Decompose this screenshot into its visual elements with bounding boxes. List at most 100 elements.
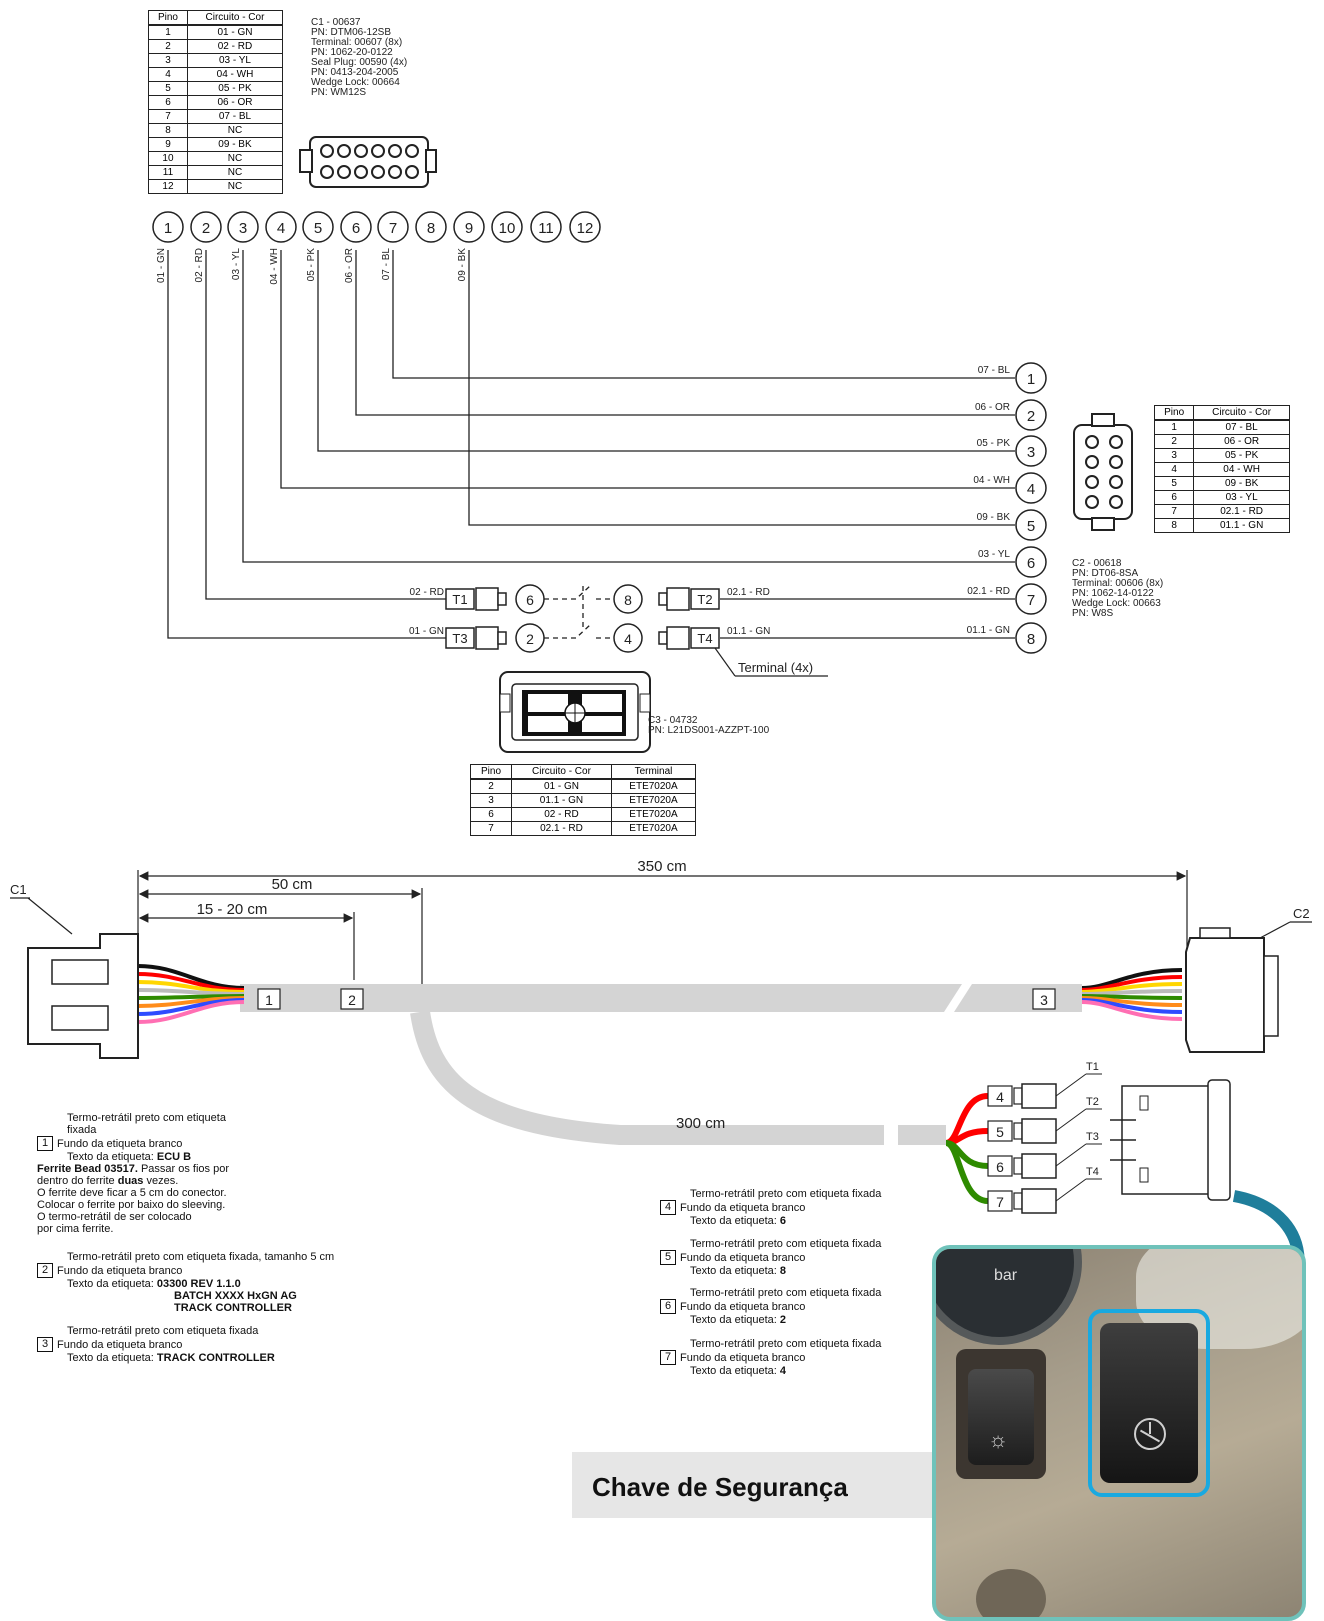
c1-pin-circle: [453, 211, 485, 243]
spec-line: PN: DTM06-12SB: [311, 27, 392, 38]
note-3-line: Fundo da etiqueta branco: [57, 1338, 183, 1351]
note-3-value: TRACK CONTROLLER: [156, 1352, 275, 1364]
spec-line: Wedge Lock: 00663: [1072, 598, 1161, 609]
wire-path: [392, 250, 1015, 379]
table-cell: 01.1 - GN: [510, 793, 612, 808]
table-cell: 7: [470, 821, 512, 836]
c2-callout: C2: [1293, 906, 1310, 921]
note-line: Texto da etiqueta:: [690, 1265, 777, 1277]
branch-tag: T4: [1086, 1166, 1099, 1178]
note-1-value: ECU B: [156, 1151, 192, 1163]
terminal-tip: [658, 592, 668, 606]
c2-pin-circle: [1015, 472, 1047, 504]
wire-path: [468, 250, 1015, 526]
table-cell: 02.1 - RD: [510, 821, 612, 836]
note-1-line: Fundo da etiqueta branco: [57, 1137, 183, 1150]
dim-350-label: 350 cm: [637, 858, 686, 875]
c2-pin-circle: [1015, 362, 1047, 394]
c2-cavity: [1085, 475, 1099, 489]
table-cell: 4: [148, 67, 188, 82]
branch-sleeve: [410, 1010, 884, 1145]
table-cell: 07 - BL: [1193, 419, 1290, 435]
c1-cavity: [320, 144, 334, 158]
c3-pin-circle: [613, 584, 643, 614]
caption-box: Chave de Segurança: [572, 1452, 932, 1518]
wire-path: [317, 250, 1015, 452]
c1-cavity: [354, 165, 368, 179]
note-1-line: Termo-retrátil preto com etiqueta: [67, 1112, 226, 1124]
note-2-line: Fundo da etiqueta branco: [57, 1264, 183, 1277]
terminal-tip: [497, 592, 507, 606]
c1-cavity: [405, 165, 419, 179]
table-cell: NC: [186, 179, 284, 194]
note-value: 4: [779, 1365, 787, 1377]
leader-line: [1055, 1178, 1087, 1202]
switch-contact: [544, 624, 591, 639]
note-line: Termo-retrátil preto com etiqueta fixada: [690, 1238, 882, 1250]
note-box: 6: [660, 1299, 676, 1314]
c2-wire-label: 03 - YL: [978, 549, 1010, 560]
c2-pin-number: 7: [1027, 592, 1035, 609]
note-1-line: O ferrite deve ficar a 5 cm do conector.: [37, 1187, 227, 1199]
table-cell: 6: [470, 807, 512, 822]
c1-cavity: [388, 144, 402, 158]
wire-label: 02 - RD: [410, 587, 444, 598]
terminal-neck: [1013, 1157, 1023, 1175]
wire-strand: [1081, 994, 1183, 1000]
switch-rocker: [1207, 1079, 1231, 1201]
table-cell: NC: [186, 165, 284, 180]
wire-strand: [137, 996, 245, 1008]
c1-pin-number: 8: [427, 220, 435, 237]
leader-line: [1055, 1108, 1087, 1132]
spec-line: C2 - 00618: [1072, 558, 1122, 569]
table-cell: 5: [148, 81, 188, 96]
wire-strand: [137, 964, 245, 990]
note-2-value: BATCH XXXX HxGN AG: [174, 1290, 297, 1302]
spec-line: PN: WM12S: [311, 87, 367, 98]
branch-label-number: 5: [996, 1124, 1004, 1140]
note-line: Termo-retrátil preto com etiqueta fixada: [690, 1287, 882, 1299]
table-cell: 05 - PK: [1193, 448, 1290, 463]
terminal-note: Terminal (4x): [738, 660, 813, 675]
sleeve-label-number: 3: [1040, 992, 1048, 1008]
terminal-neck: [1013, 1192, 1023, 1210]
switch-clip: [1139, 1095, 1149, 1111]
c1-cavity: [354, 144, 368, 158]
table-cell: 06 - OR: [186, 95, 284, 110]
note-line: Fundo da etiqueta branco: [680, 1351, 806, 1364]
c2-side-detail: [1263, 955, 1279, 1037]
table-cell: 01 - GN: [510, 778, 612, 794]
wire-strand: [137, 972, 245, 992]
terminal-label-box: [690, 627, 720, 649]
table-cell: 03 - YL: [1193, 490, 1290, 505]
table-cell: 01.1 - GN: [1193, 518, 1290, 533]
branch-label-number: 7: [996, 1194, 1004, 1210]
table-cell: 1: [148, 24, 188, 40]
c2-wire-label: 01.1 - GN: [967, 625, 1010, 636]
wire-strand: [1081, 968, 1183, 990]
branch-tag: T2: [1086, 1096, 1099, 1108]
terminal-tag: T3: [452, 631, 467, 646]
c1-cavity: [337, 144, 351, 158]
switch-contact: [544, 585, 591, 600]
table-cell: 8: [148, 123, 188, 138]
terminal-body: [1021, 1153, 1057, 1179]
c1-pin-circle: [415, 211, 447, 243]
sleeve-label-box: [257, 988, 281, 1010]
note-5: Termo-retrátil preto com etiqueta fixada…: [660, 1238, 881, 1277]
branch-label-box: [987, 1190, 1013, 1212]
table-cell: 9: [148, 137, 188, 152]
spec-line: PN: W8S: [1072, 608, 1114, 619]
table-cell: 10: [148, 151, 188, 166]
table-cell: 8: [1153, 518, 1195, 533]
c1-pin-circle: [569, 211, 601, 243]
c2-wire-label: 09 - BK: [977, 512, 1011, 523]
switch-clip: [1139, 1167, 1149, 1183]
terminal-t1: T1: [445, 587, 507, 611]
table-cell: 3: [470, 793, 512, 808]
